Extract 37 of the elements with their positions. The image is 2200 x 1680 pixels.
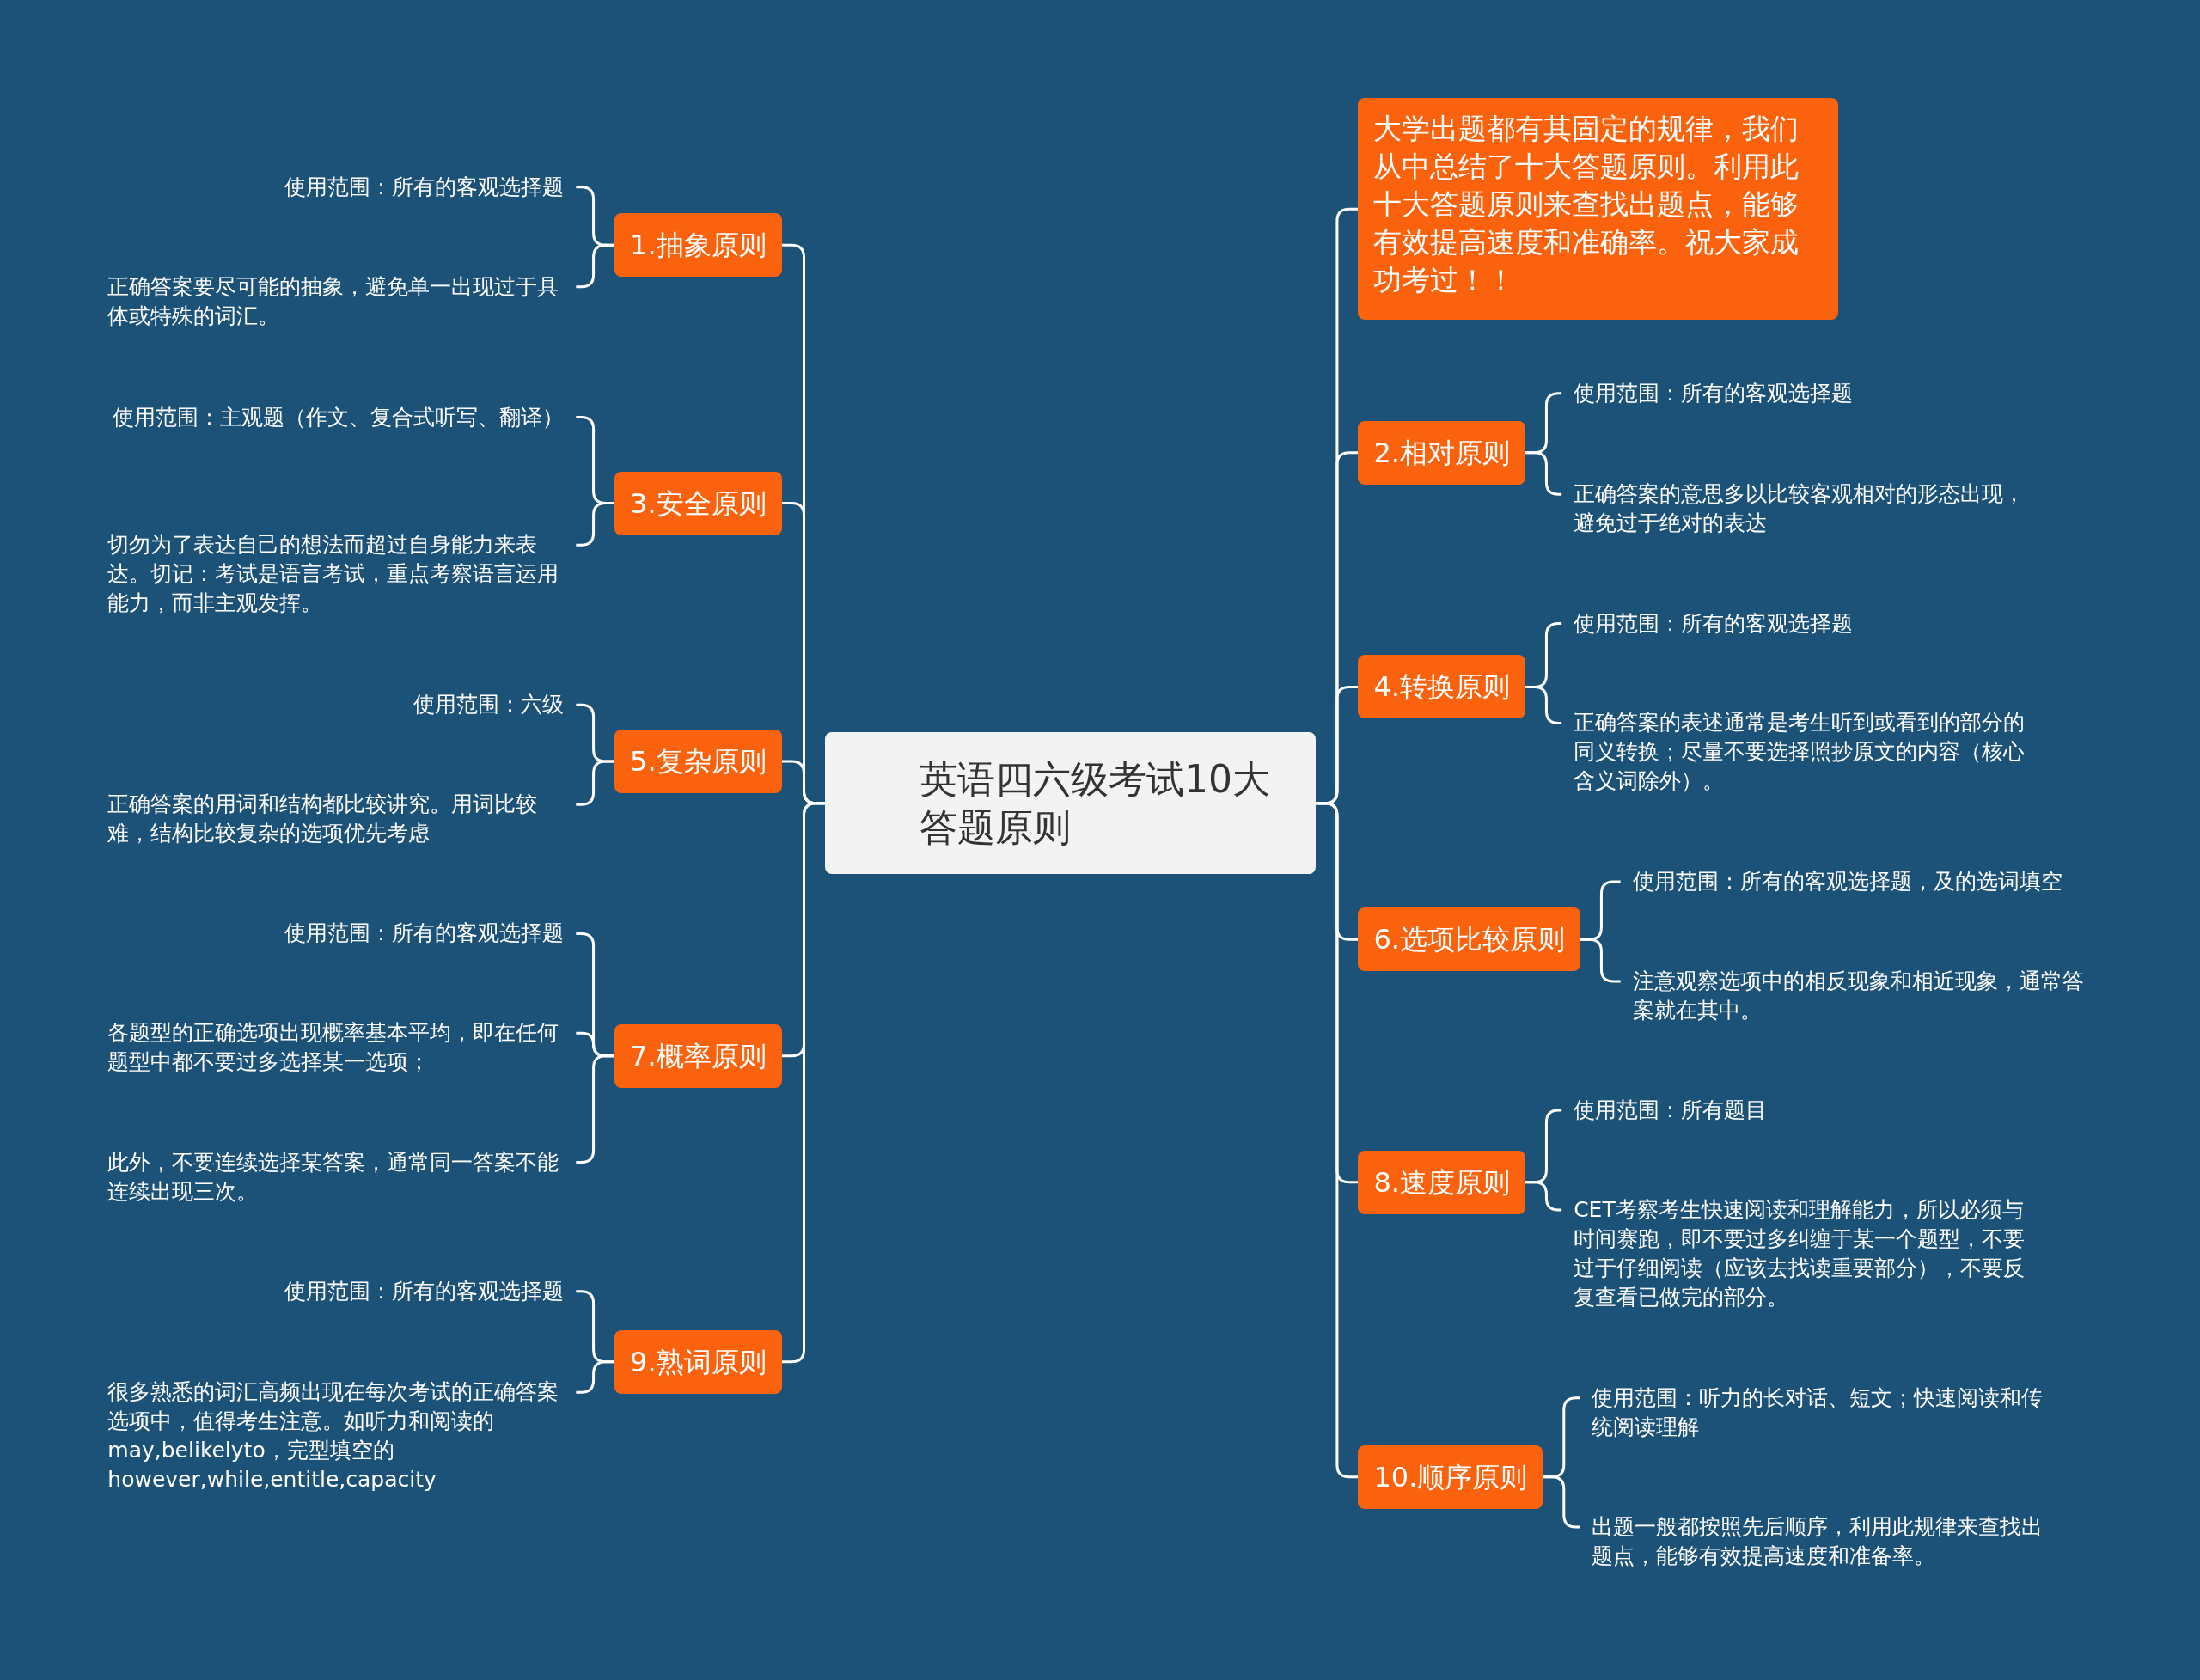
- branch-box: 9.熟词原则: [614, 1329, 782, 1394]
- leaf-text: 使用范围：所有的客观选择题，及的选词填空: [1620, 866, 2062, 896]
- leaf-text: 注意观察选项中的相反现象和相近现象，通常答案就在其中。: [1620, 966, 2089, 1025]
- leaf-text: 此外，不要连续选择某答案，通常同一答案不能连续出现三次。: [107, 1147, 577, 1207]
- connector-line: [1525, 685, 1562, 724]
- leaf-text: 出题一般都按照先后顺序，利用此规律来查找出题点，能够有效提高速度和准备率。: [1580, 1512, 2049, 1571]
- connector-line: [1525, 1181, 1562, 1212]
- branch-box: 7.概率原则: [614, 1023, 782, 1088]
- branch-box: 2.相对原则: [1358, 420, 1525, 485]
- branch-box: 6.选项比较原则: [1358, 907, 1580, 972]
- leaf-text: 使用范围：所有的客观选择题: [284, 919, 577, 949]
- branch-box: 4.转换原则: [1358, 655, 1525, 719]
- leaf-text: 使用范围：六级: [413, 690, 577, 720]
- branch-box: 8.速度原则: [1358, 1150, 1525, 1214]
- intro-box: 大学出题都有其固定的规律，我们从中总结了十大答题原则。利用此十大答题原则来查找出题点，能够有效提高速度和准确率。祝大家成功考过！！: [1358, 98, 1838, 321]
- leaf-text: 使用范围：所有的客观选择题: [1561, 378, 1854, 408]
- leaf-text: 使用范围：听力的长对话、短文；快速阅读和传统阅读理解: [1580, 1383, 2049, 1442]
- leaf-text: 正确答案的用词和结构都比较讲究。用词比较难，结构比较复杂的选项优先考虑: [107, 790, 577, 849]
- leaf-text: 使用范围：所有的客观选择题: [1561, 608, 1854, 638]
- branch-box: 10.顺序原则: [1358, 1445, 1543, 1509]
- leaf-text: 使用范围：所有题目: [1561, 1096, 1768, 1126]
- connector-line: [576, 1360, 615, 1394]
- leaf-text: 正确答案的表述通常是考生听到或看到的部分的同义转换；尽量不要选择照抄原文的内容（核心含义词除外）。: [1561, 708, 2031, 797]
- leaf-text: 使用范围：所有的客观选择题: [284, 1276, 577, 1306]
- leaf-text: 正确答案要尽可能的抽象，避免单一出现过于具体或特殊的词汇。: [107, 272, 577, 331]
- leaf-text: 很多熟悉的词汇高频出现在每次考试的正确答案选项中，值得考生注意。如听力和阅读的may,belikelyto，完型填空的however,while,entitle,capacity: [107, 1378, 577, 1495]
- leaf-text: 切勿为了表达自己的想法而超过自身能力来表达。切记：考试是语言考试，重点考察语言运用能力，而非主观发挥。: [107, 530, 577, 619]
- branch-box: 3.安全原则: [614, 471, 782, 535]
- leaf-text: CET考察考生快速阅读和理解能力，所以必须与时间赛跑，即不要过多纠缠于某一个题型，不要过于仔细阅读（应该去找读重要部分），不要反复查看已做完的部分。: [1561, 1195, 2031, 1312]
- leaf-text: 使用范围：所有的客观选择题: [284, 172, 577, 202]
- leaf-text: 各题型的正确选项出现概率基本平均，即在任何题型中都不要过多选择某一选项；: [107, 1018, 577, 1078]
- connector-line: [1525, 451, 1562, 496]
- leaf-text: 正确答案的意思多以比较客观相对的形态出现，避免过于绝对的表达: [1561, 480, 2031, 539]
- branch-box: 5.复杂原则: [614, 729, 782, 793]
- central-topic-box: 英语四六级考试10大答题原则: [825, 732, 1317, 875]
- leaf-text: 使用范围：主观题（作文、复合式听写、翻译）: [113, 402, 577, 432]
- branch-box: 1.抽象原则: [614, 213, 782, 278]
